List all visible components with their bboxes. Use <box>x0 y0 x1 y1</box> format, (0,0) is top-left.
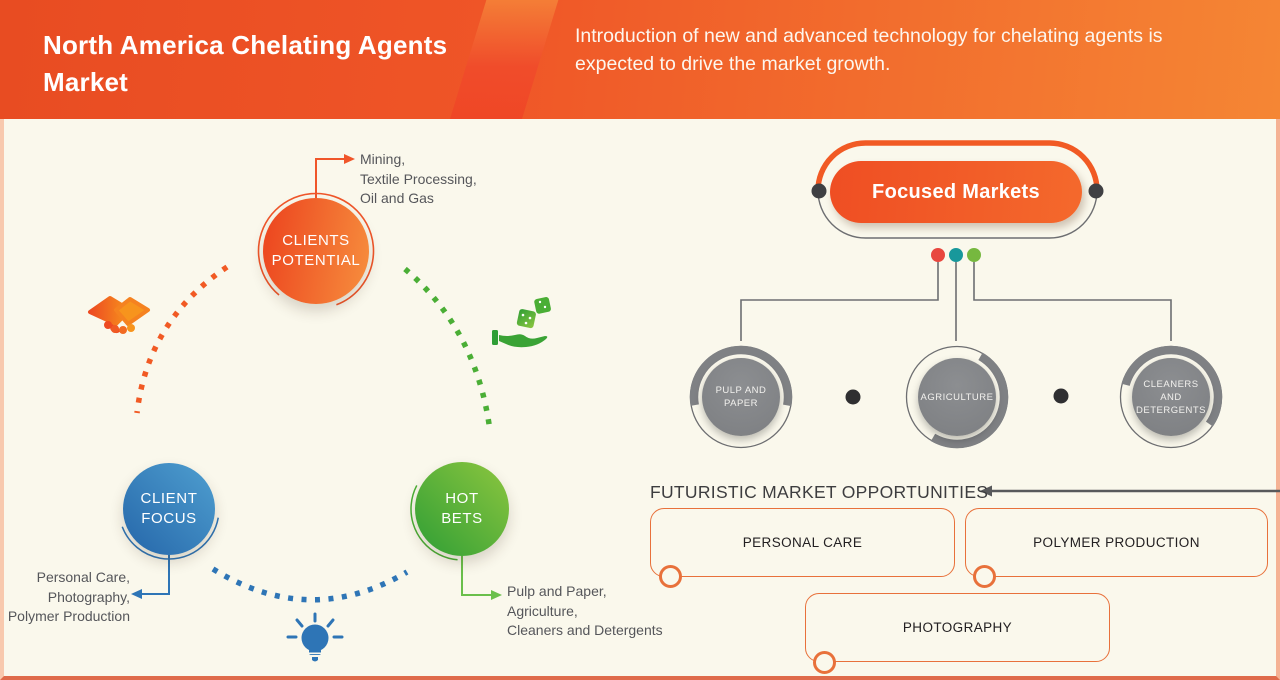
hot-bets-arrowhead <box>491 590 502 600</box>
header-banner: North America Chelating Agents Market In… <box>0 0 1280 119</box>
client-focus-label: CLIENT FOCUS <box>140 490 198 527</box>
clients-potential-arrowhead <box>344 154 355 164</box>
market-circle-pulp-and-paper: PULP AND PAPER <box>702 358 780 436</box>
agriculture-thick-arc <box>905 345 1009 449</box>
photography-label: PHOTOGRAPHY <box>902 620 1013 635</box>
client-focus-bubble: CLIENT FOCUS <box>123 463 215 555</box>
polymer-production-node-circle <box>973 565 996 588</box>
hot-bets-connector <box>461 556 491 596</box>
green-dotted-arc <box>403 266 493 432</box>
personal-care-node-circle <box>659 565 682 588</box>
cleaners-and-detergents-label: CLEANERS AND DETERGENTS <box>1136 378 1206 416</box>
separator-dot-1 <box>845 389 861 405</box>
pill-left-dot <box>811 183 827 199</box>
branch-line-pulp <box>740 262 939 341</box>
focused-markets-top-arc <box>815 140 1100 191</box>
page-title: North America Chelating Agents Market <box>43 30 448 97</box>
clients-potential-connector <box>315 158 344 198</box>
market-circle-agriculture: AGRICULTURE <box>918 358 996 436</box>
page-subtitle: Introduction of new and advanced technol… <box>575 25 1163 75</box>
client-focus-connector <box>142 555 170 595</box>
pulp-thick-arc <box>689 345 793 449</box>
branch-dot-teal <box>949 248 963 262</box>
clients-potential-bubble: CLIENTS POTENTIAL <box>263 198 369 304</box>
client-focus-annotation: Personal Care, Photography, Polymer Prod… <box>7 569 130 624</box>
hand-dice-icon <box>492 297 551 348</box>
pill-right-dot <box>1088 183 1104 199</box>
hot-bets-annotation: Pulp and Paper, Agriculture, Cleaners an… <box>507 583 663 638</box>
orange-dotted-arc <box>134 264 229 414</box>
branch-line-cleaners <box>973 262 1172 341</box>
focused-markets-pill: Focused Markets <box>830 161 1082 223</box>
opportunities-heading: FUTURISTIC MARKET OPPORTUNITIES <box>650 482 989 502</box>
pulp-and-paper-label: PULP AND PAPER <box>715 385 767 409</box>
branch-dot-green <box>967 248 981 262</box>
personal-care-label: PERSONAL CARE <box>742 535 863 550</box>
market-circle-cleaners-and-detergents: CLEANERS AND DETERGENTS <box>1132 358 1210 436</box>
blue-dotted-arc <box>211 566 409 603</box>
focused-markets-label: Focused Markets <box>872 180 1040 203</box>
hot-bets-label: HOT BETS <box>441 490 483 527</box>
lightbulb-icon <box>286 612 344 662</box>
clients-potential-label: CLIENTS POTENTIAL <box>271 232 361 269</box>
branch-dot-red <box>931 248 945 262</box>
client-focus-arrowhead <box>131 589 142 599</box>
clients-potential-ring <box>257 192 375 310</box>
photography-node-circle <box>813 651 836 674</box>
handshake-icon <box>88 296 150 334</box>
polymer-production-label: POLYMER PRODUCTION <box>1033 535 1200 550</box>
hot-bets-ring <box>410 457 514 561</box>
opportunity-box-personal-care: PERSONAL CARE <box>650 508 955 577</box>
agriculture-label: AGRICULTURE <box>920 391 994 403</box>
opportunity-box-photography: PHOTOGRAPHY <box>805 593 1110 662</box>
client-focus-ring <box>118 458 220 560</box>
opportunities-arrowhead <box>980 485 992 497</box>
hot-bets-bubble: HOT BETS <box>415 462 509 556</box>
separator-dot-2 <box>1053 388 1069 404</box>
clients-potential-annotation: Mining, Textile Processing, Oil and Gas <box>360 151 477 206</box>
opportunity-box-polymer-production: POLYMER PRODUCTION <box>965 508 1268 577</box>
